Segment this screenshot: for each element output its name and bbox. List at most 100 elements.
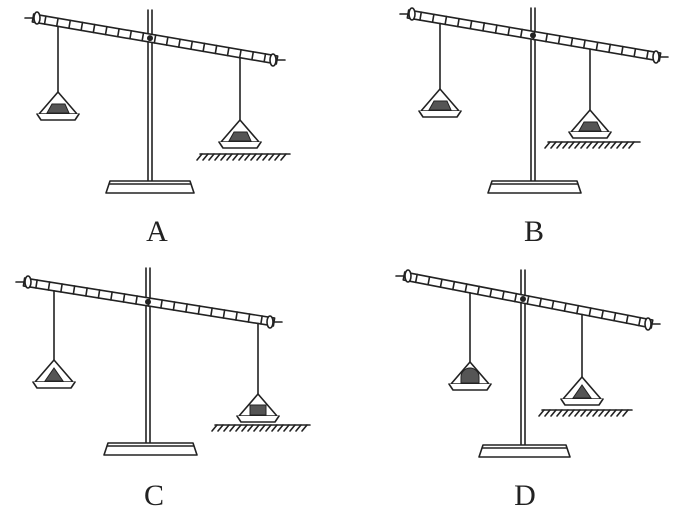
ground-hatch — [544, 141, 551, 149]
ground-hatch — [262, 153, 269, 161]
beam-scale-tick — [494, 24, 498, 34]
panel-label-a: A — [146, 215, 168, 248]
ground-hatch — [244, 153, 251, 161]
beam-scale-tick — [55, 17, 59, 27]
beam-scale-tick — [545, 32, 549, 43]
pivot — [145, 298, 151, 305]
beam-scale-tick — [238, 48, 242, 59]
ground-hatch — [211, 424, 218, 432]
stand-base — [103, 442, 198, 456]
beam-scale-tick — [576, 304, 580, 315]
beam-scale-tick — [489, 288, 493, 298]
ground-hatch — [277, 424, 284, 432]
pivot — [520, 296, 526, 303]
beam-scale-tick — [185, 303, 188, 313]
beam-scale-tick — [97, 289, 101, 299]
ground-hatch — [604, 409, 611, 417]
beam-end-knob-left — [33, 11, 41, 25]
beam-scale-tick — [600, 309, 604, 320]
beam-scale-tick — [514, 292, 518, 303]
beam-scale-tick — [85, 287, 88, 297]
beam-scale-tick — [235, 311, 238, 321]
beam-end-knob-right — [652, 50, 660, 64]
beam-scale-tick — [526, 295, 530, 305]
beam-scale-tick — [419, 11, 423, 21]
beam-scale-tick — [43, 15, 47, 25]
beam-scale-tick — [110, 291, 113, 301]
ground-hatch — [562, 141, 569, 149]
ground-hatch — [556, 141, 563, 149]
ground-hatch — [223, 424, 230, 432]
beam-end-knob-right — [269, 53, 277, 67]
ground-hatch — [301, 424, 308, 432]
ground-hatch — [241, 424, 248, 432]
ground-hatch — [550, 409, 557, 417]
beam-scale-tick — [214, 44, 218, 55]
ground-hatch — [274, 153, 281, 161]
ground-hatch — [295, 424, 302, 432]
beam-scale-tick — [633, 47, 637, 58]
ground-hatch — [568, 141, 575, 149]
right-pan-tray — [236, 415, 280, 423]
beam-scale-tick — [197, 305, 201, 315]
ground-hatch — [202, 153, 209, 161]
ground-hatch — [574, 141, 581, 149]
left-pan-object — [44, 367, 64, 382]
beam-scale-tick — [501, 290, 505, 300]
beam-end-knob-right — [644, 317, 652, 331]
beam-scale-tick — [439, 278, 443, 288]
stand-base — [478, 444, 571, 458]
ground-hatch — [229, 424, 236, 432]
beam-scale-tick — [226, 46, 230, 57]
ground-hatch — [622, 409, 629, 417]
pivot — [530, 32, 536, 39]
beam-scale-tick — [222, 309, 226, 319]
beam-scale-tick — [177, 38, 181, 48]
ground-hatch — [289, 424, 296, 432]
ground-hatch — [562, 409, 569, 417]
beam-scale-tick — [570, 37, 574, 47]
ground-hatch — [592, 141, 599, 149]
ground-hatch — [235, 424, 242, 432]
beam-scale-tick — [414, 273, 418, 284]
panel-b — [399, 7, 669, 194]
ground-hatch — [283, 424, 290, 432]
beam-scale-tick — [427, 276, 431, 286]
ground-hatch — [250, 153, 257, 161]
beam-scale-tick — [613, 312, 617, 322]
beam-scale-tick — [247, 313, 251, 323]
ground-hatch — [622, 141, 629, 149]
beam-scale-tick — [608, 43, 612, 54]
ground-hatch — [220, 153, 227, 161]
beam-scale-tick — [620, 45, 624, 56]
beam-scale-tick — [135, 295, 138, 305]
ground-hatch — [238, 153, 245, 161]
ground-hatch — [598, 409, 605, 417]
ground-hatch — [217, 424, 224, 432]
right-pan-object — [249, 404, 267, 416]
beam-scale-tick — [444, 15, 448, 26]
beam-scale-tick — [263, 53, 267, 63]
beam-scale-tick — [202, 42, 206, 53]
beam-scale-tick — [595, 41, 599, 51]
panel-label-d: D — [514, 479, 536, 512]
beam-scale-tick — [625, 314, 629, 324]
ground-hatch — [214, 153, 221, 161]
left-pan-object — [428, 100, 452, 111]
beam-scale-tick — [190, 40, 194, 51]
right-pan-object — [228, 131, 252, 142]
ground-hatch — [550, 141, 557, 149]
beam-end-knob-left — [24, 275, 32, 289]
left-pan-tray — [448, 383, 492, 391]
beam-scale-tick — [557, 35, 561, 45]
ground-hatch — [268, 153, 275, 161]
beam-scale-tick — [165, 36, 169, 46]
left-pan-tray — [32, 381, 76, 389]
beam-scale-tick — [141, 32, 145, 42]
beam-scale-tick — [538, 297, 542, 308]
beam-scale-tick — [210, 307, 213, 317]
beam-scale-tick — [153, 34, 157, 44]
right-pan-tray — [218, 141, 262, 149]
stand-base — [487, 180, 582, 194]
